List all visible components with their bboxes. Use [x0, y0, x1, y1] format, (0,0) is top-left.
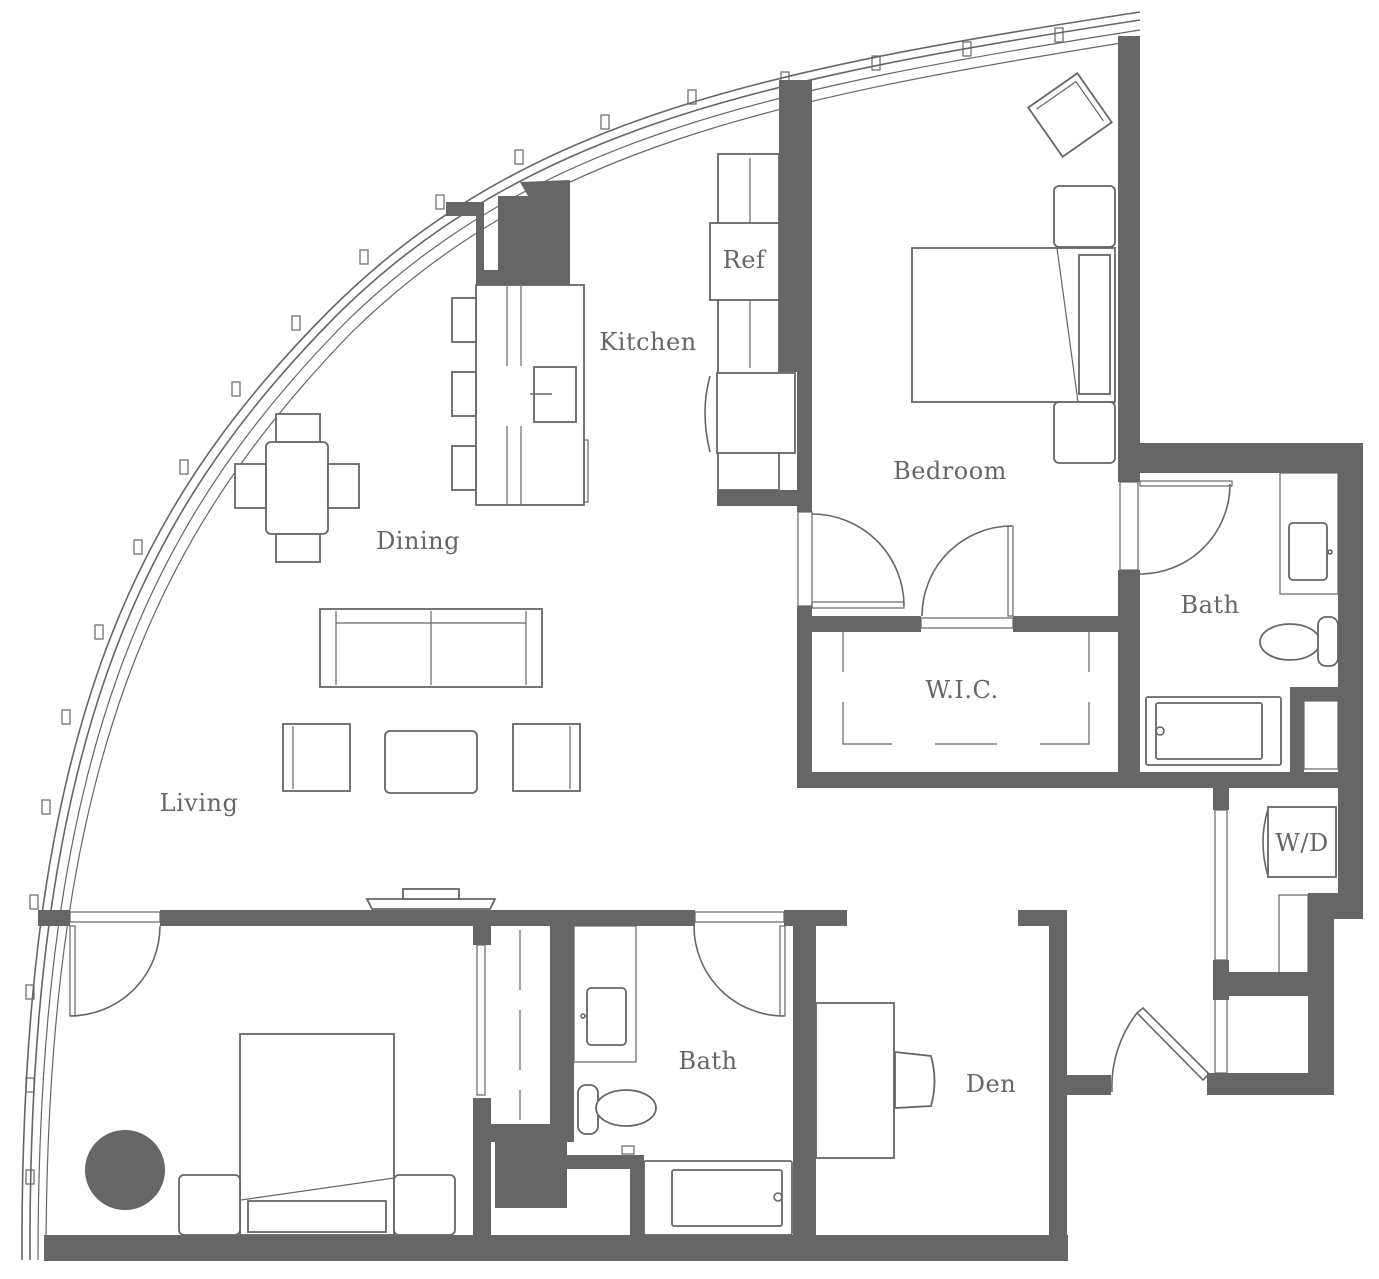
dining-table [234, 413, 360, 563]
doors [69, 480, 1233, 1120]
wall-openings [69, 481, 1228, 1074]
bedroom-furniture [911, 71, 1116, 464]
appliance-label-ref: Ref [722, 246, 766, 274]
den-desk [815, 1002, 936, 1159]
kitchen-island [451, 284, 589, 506]
room-label-bath-2: Bath [678, 1047, 738, 1075]
room-label-living: Living [159, 789, 239, 817]
bedroom-2-furniture [85, 1033, 456, 1236]
wic-shelves [842, 632, 1090, 745]
room-label-dining: Dining [376, 527, 460, 555]
living-furniture [282, 608, 581, 910]
room-label-den: Den [965, 1070, 1017, 1098]
room-label-kitchen: Kitchen [599, 328, 697, 356]
walls [38, 36, 1363, 1261]
appliance-label-wd: W/D [1275, 829, 1329, 857]
room-label-wic: W.I.C. [925, 676, 999, 704]
room-label-master-bath: Bath [1180, 591, 1240, 619]
master-bath-fixtures [1145, 472, 1339, 770]
bath-2-fixtures [573, 925, 793, 1236]
laundry-fixtures [1262, 806, 1337, 974]
kitchen-counter [704, 153, 796, 491]
room-label-bedroom: Bedroom [893, 457, 1007, 485]
